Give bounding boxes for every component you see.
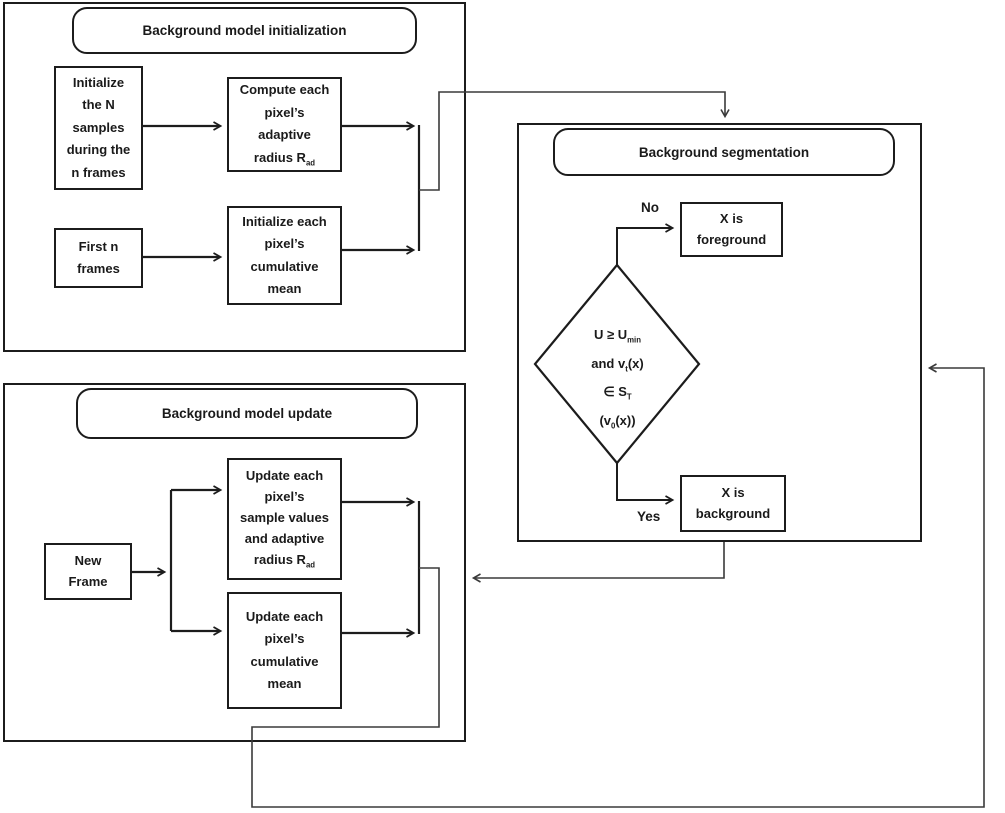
decision-line-3: ∈ ST <box>603 384 632 402</box>
decision-line-4: (v0(x)) <box>599 412 636 431</box>
update-samples-label: Update each pixel’s sample values and ad… <box>240 468 329 571</box>
init-samples-label: Initialize the N samples during the n fr… <box>66 75 131 180</box>
init-samples-box: Initialize the N samples during the n fr… <box>54 66 143 190</box>
decision-line-1: U ≥ Umin <box>593 327 641 345</box>
segmentation-title-label: Background segmentation <box>638 144 810 160</box>
init-mean-box: Initialize each pixel’s cumulative mean <box>227 206 342 305</box>
connector-decision-branches <box>616 223 675 505</box>
initialization-title-label: Background model initialization <box>142 23 347 38</box>
decision-no-label: No <box>641 200 659 215</box>
decision-yes-label: Yes <box>637 509 661 524</box>
connector-update-feedback-loop <box>251 363 985 808</box>
initialization-section-frame <box>3 2 466 352</box>
first-frames-box: First n frames <box>54 228 143 288</box>
background-box: X is background <box>680 475 786 532</box>
update-section-frame <box>3 383 466 742</box>
compute-radius-box: Compute each pixel’s adaptive radius Rad <box>227 77 342 172</box>
update-mean-box: Update each pixel’s cumulative mean <box>227 592 342 709</box>
update-mean-label: Update each pixel’s cumulative mean <box>245 608 324 691</box>
decision-condition-text: U ≥ Umin and vt(x) ∈ ST (v0(x)) <box>545 323 690 437</box>
update-samples-box: Update each pixel’s sample values and ad… <box>227 458 342 580</box>
compute-radius-label: Compute each pixel’s adaptive radius Rad <box>239 82 330 168</box>
initialization-title: Background model initialization <box>72 7 417 54</box>
background-label: X is background <box>695 484 771 521</box>
connector-init-to-segmentation <box>419 91 730 191</box>
init-mean-label: Initialize each pixel’s cumulative mean <box>242 213 327 296</box>
foreground-label: X is foreground <box>696 210 767 247</box>
foreground-box: X is foreground <box>680 202 783 257</box>
update-title-label: Background model update <box>161 406 333 421</box>
update-title: Background model update <box>76 388 418 439</box>
decision-diamond <box>533 263 701 465</box>
segmentation-title: Background segmentation <box>553 128 895 176</box>
new-frame-box: New Frame <box>44 543 132 600</box>
segmentation-section-frame <box>517 123 922 542</box>
connector-segmentation-to-update <box>471 542 725 583</box>
connector-init-arrows <box>143 121 421 262</box>
new-frame-label: New Frame <box>68 552 108 589</box>
decision-line-2: and vt(x) <box>591 355 644 374</box>
first-frames-label: First n frames <box>77 238 120 276</box>
